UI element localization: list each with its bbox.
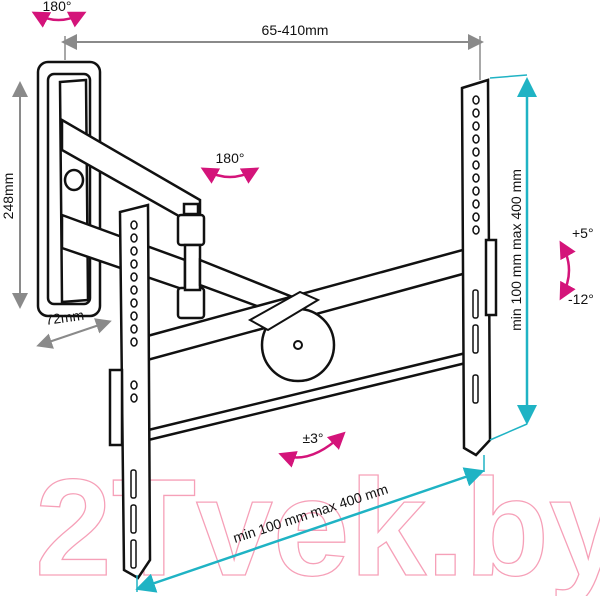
wall-swivel-arrow-icon [31, 11, 87, 28]
wall-swivel-label: 180° [43, 0, 72, 14]
rotation-label: ±3° [302, 430, 323, 446]
extension-label: 65-410mm [262, 22, 329, 38]
center-bolt [293, 340, 303, 350]
plate-height-label: 248mm [0, 173, 16, 220]
vertical-vesa-label: min 100 mm max 400 mm [508, 169, 524, 331]
arm-swivel-label: 180° [216, 150, 245, 166]
tilt-down-label: -12° [568, 291, 594, 307]
tilt-arrow-icon [559, 240, 576, 301]
plate-depth-label: 72mm [44, 307, 85, 328]
watermark: 2Tvek.by [35, 451, 600, 596]
arm-swivel-arrow-icon [200, 167, 260, 184]
rotation-arrow-icon [278, 431, 346, 468]
right-vertical-rail [460, 78, 498, 457]
articulating-arms [60, 117, 302, 324]
tilt-up-label: +5° [572, 225, 594, 241]
wall-plate [36, 60, 102, 318]
swivel-bracket [247, 290, 321, 332]
horizontal-vesa-dimension-line [135, 467, 485, 593]
plate-depth-dimension-line [36, 318, 112, 349]
